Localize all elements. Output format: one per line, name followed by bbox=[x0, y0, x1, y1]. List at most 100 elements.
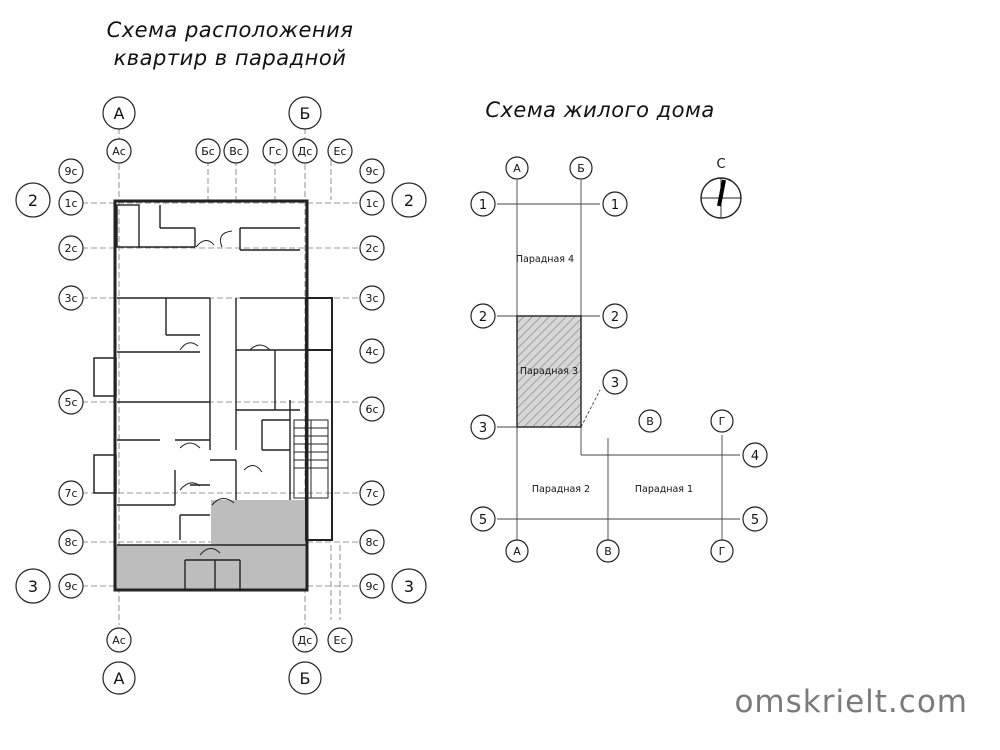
axis-bubble-bottom-ds: Дс bbox=[292, 627, 318, 653]
axis-bubble-right-3s: 3с bbox=[359, 285, 385, 311]
svg-text:Бс: Бс bbox=[201, 145, 215, 158]
svg-text:7с: 7с bbox=[64, 487, 77, 500]
scheme-axis-mid-g: Г bbox=[710, 409, 734, 433]
svg-text:9с: 9с bbox=[365, 580, 378, 593]
axis-bubble-left-2s: 2с bbox=[58, 235, 84, 261]
axis-bubble-left-2: 2 bbox=[15, 182, 51, 218]
section-2-label: Парадная 2 bbox=[532, 484, 590, 495]
svg-text:5: 5 bbox=[479, 513, 487, 528]
compass-icon: С bbox=[700, 157, 742, 219]
svg-text:1с: 1с bbox=[64, 197, 77, 210]
axis-bubble-top-gs: Гс bbox=[262, 138, 288, 164]
svg-text:Ес: Ес bbox=[334, 634, 347, 647]
axis-bubble-right-6s: 6с bbox=[359, 396, 385, 422]
svg-text:1: 1 bbox=[611, 198, 619, 213]
svg-text:Б: Б bbox=[300, 104, 311, 123]
svg-text:1: 1 bbox=[479, 198, 487, 213]
svg-text:2: 2 bbox=[28, 191, 38, 210]
axis-bubble-right-4s: 4с bbox=[359, 338, 385, 364]
axis-bubble-top-a: А bbox=[102, 96, 136, 130]
axis-bubble-top-es: Ес bbox=[327, 138, 353, 164]
svg-text:4с: 4с bbox=[365, 345, 378, 358]
scheme-axis-left-5: 5 bbox=[470, 506, 496, 532]
svg-text:3: 3 bbox=[611, 376, 619, 391]
axis-bubble-top-bs: Бс bbox=[195, 138, 221, 164]
section-4-label: Парадная 4 bbox=[516, 254, 574, 265]
axis-bubble-bottom-es: Ес bbox=[327, 627, 353, 653]
svg-text:Ас: Ас bbox=[112, 634, 126, 647]
svg-text:3: 3 bbox=[28, 577, 38, 596]
compass-north-label: С bbox=[716, 157, 725, 172]
svg-text:9с: 9с bbox=[365, 165, 378, 178]
svg-text:8с: 8с bbox=[365, 536, 378, 549]
axis-bubble-top-b: Б bbox=[288, 96, 322, 130]
scheme-axis-right-4: 4 bbox=[742, 442, 768, 468]
svg-text:7с: 7с bbox=[365, 487, 378, 500]
svg-text:А: А bbox=[513, 162, 521, 175]
scheme-axis-right-5: 5 bbox=[742, 506, 768, 532]
axis-bubble-bottom-a: А bbox=[102, 661, 136, 695]
svg-text:9с: 9с bbox=[64, 580, 77, 593]
axis-bubble-right-2: 2 bbox=[391, 182, 427, 218]
axis-bubble-left-1s: 1с bbox=[58, 190, 84, 216]
axis-bubble-left-3s: 3с bbox=[58, 285, 84, 311]
svg-text:Дс: Дс bbox=[298, 634, 313, 647]
svg-text:5с: 5с bbox=[64, 396, 77, 409]
axis-bubble-left-8s: 8с bbox=[58, 529, 84, 555]
svg-text:А: А bbox=[114, 104, 125, 123]
svg-text:3с: 3с bbox=[365, 292, 378, 305]
svg-text:В: В bbox=[604, 545, 612, 558]
axis-bubble-left-9s-top: 9с bbox=[58, 158, 84, 184]
axis-bubble-right-9s-bottom: 9с bbox=[359, 573, 385, 599]
staircase bbox=[293, 419, 329, 499]
scheme-axis-right-2: 2 bbox=[602, 303, 628, 329]
svg-text:2с: 2с bbox=[365, 242, 378, 255]
scheme-axis-mid-v: В bbox=[638, 409, 662, 433]
scheme-axis-right-3: 3 bbox=[602, 369, 628, 395]
axis-bubble-top-vs: Вс bbox=[223, 138, 249, 164]
svg-text:Ас: Ас bbox=[112, 145, 126, 158]
axis-bubble-right-7s: 7с bbox=[359, 480, 385, 506]
scheme-axis-left-1: 1 bbox=[470, 191, 496, 217]
scheme-axis-top-b: Б bbox=[569, 156, 593, 180]
axis-bubble-left-5s: 5с bbox=[58, 389, 84, 415]
watermark: omskrielt.com bbox=[734, 684, 968, 720]
floor-plan bbox=[82, 128, 360, 625]
svg-text:Гс: Гс bbox=[269, 145, 282, 158]
axis-bubble-left-7s: 7с bbox=[58, 480, 84, 506]
svg-text:2: 2 bbox=[479, 310, 487, 325]
svg-text:2: 2 bbox=[611, 310, 619, 325]
axis-bubble-bottom-as: Ас bbox=[106, 627, 132, 653]
axis-bubble-bottom-b: Б bbox=[288, 661, 322, 695]
svg-text:6с: 6с bbox=[365, 403, 378, 416]
svg-text:3: 3 bbox=[404, 577, 414, 596]
scheme-axis-right-1: 1 bbox=[602, 191, 628, 217]
stairwell-zone bbox=[211, 500, 307, 545]
svg-text:3с: 3с bbox=[64, 292, 77, 305]
svg-text:Вс: Вс bbox=[229, 145, 243, 158]
svg-text:2с: 2с bbox=[64, 242, 77, 255]
building-scheme-title: Схема жилого дома bbox=[485, 98, 715, 122]
svg-text:Г: Г bbox=[719, 415, 726, 428]
scheme-axis-bottom-a: А bbox=[505, 539, 529, 563]
axis-bubble-right-1s: 1с bbox=[359, 190, 385, 216]
svg-text:А: А bbox=[513, 545, 521, 558]
section-1-label: Парадная 1 bbox=[635, 484, 693, 495]
svg-text:В: В bbox=[646, 415, 654, 428]
svg-text:3: 3 bbox=[479, 421, 487, 436]
svg-text:4: 4 bbox=[751, 449, 759, 464]
svg-text:2: 2 bbox=[404, 191, 414, 210]
axis-bubble-right-3: 3 bbox=[391, 568, 427, 604]
scheme-axis-bottom-g: Г bbox=[710, 539, 734, 563]
scheme-axis-left-2: 2 bbox=[470, 303, 496, 329]
axis-bubble-left-3: 3 bbox=[15, 568, 51, 604]
axis-bubble-top-ds: Дс bbox=[292, 138, 318, 164]
svg-text:Дс: Дс bbox=[298, 145, 313, 158]
axis-bubble-right-2s: 2с bbox=[359, 235, 385, 261]
building-scheme bbox=[497, 180, 740, 540]
axis-bubble-top-as: Ас bbox=[106, 138, 132, 164]
svg-text:9с: 9с bbox=[64, 165, 77, 178]
section-3-highlight bbox=[516, 315, 582, 428]
axis-bubble-left-9s-bottom: 9с bbox=[58, 573, 84, 599]
